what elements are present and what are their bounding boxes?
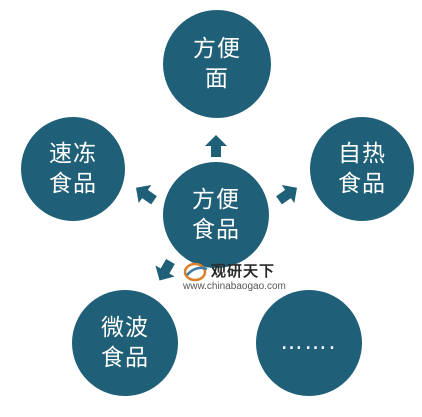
watermark-logo-icon (183, 262, 208, 282)
watermark-title: 观研天下 (211, 262, 276, 280)
node-frozen-food: 速冻 食品 (21, 117, 125, 221)
node-frozen-food-label: 速冻 食品 (49, 141, 97, 197)
node-ellipsis-label: ……. (280, 330, 338, 355)
arrow-up-left-icon (132, 181, 158, 207)
node-ellipsis: ……. (256, 290, 362, 396)
node-microwave-food-label: 微波 食品 (101, 315, 149, 371)
node-center-label: 方便 食品 (192, 187, 240, 243)
watermark-url: www.chinabaogao.com (183, 281, 286, 292)
node-microwave-food: 微波 食品 (72, 290, 178, 396)
arrow-down-left-icon (152, 258, 178, 284)
arrow-up-right-icon (275, 181, 301, 207)
node-self-heating-food-label: 自热 食品 (338, 141, 386, 197)
arrow-up-icon (203, 133, 229, 159)
node-convenience-food-center: 方便 食品 (163, 162, 269, 268)
node-instant-noodles: 方便 面 (163, 10, 271, 118)
node-instant-noodles-label: 方便 面 (193, 36, 241, 92)
watermark: 观研天下 www.chinabaogao.com (183, 259, 303, 293)
node-self-heating-food: 自热 食品 (310, 117, 414, 221)
